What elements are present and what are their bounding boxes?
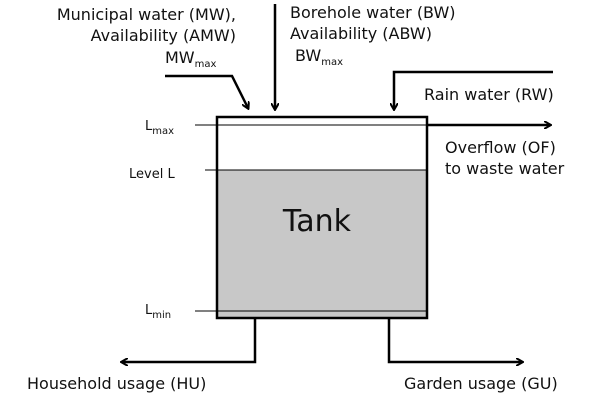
tank-title: Tank [282, 204, 352, 239]
overflow-destination-label: to waste water [445, 159, 565, 178]
municipal-max-label: MWmax [165, 48, 216, 70]
level-min-label: Lmin [145, 303, 171, 321]
level-min-sub: min [152, 310, 171, 321]
level-max-base: L [145, 119, 153, 134]
municipal-water-label: Municipal water (MW), [57, 5, 236, 24]
garden-usage-arrow [387, 318, 522, 362]
garden-usage-label: Garden usage (GU) [404, 374, 558, 393]
household-usage-label: Household usage (HU) [27, 374, 206, 393]
level-max-label: Lmax [145, 119, 174, 137]
borehole-max-sub: max [321, 57, 343, 68]
municipal-max-base: MW [165, 48, 195, 67]
tank-water [217, 170, 427, 318]
borehole-max-label: BWmax [295, 46, 343, 68]
level-min-base: L [145, 303, 153, 318]
municipal-max-sub: max [195, 59, 217, 70]
borehole-availability-label: Availability (ABW) [290, 24, 432, 43]
municipal-water-arrow [165, 74, 248, 108]
overflow-label: Overflow (OF) [445, 138, 556, 157]
tank-outline [215, 115, 429, 320]
borehole-max-base: BW [295, 46, 321, 65]
rain-water-arrow [394, 70, 553, 109]
borehole-water-label: Borehole water (BW) [290, 3, 456, 22]
municipal-availability-label: Availability (AMW) [91, 26, 236, 45]
rain-water-label: Rain water (RW) [424, 85, 554, 104]
level-max-sub: max [152, 126, 174, 137]
level-label: Level L [129, 167, 175, 182]
household-usage-arrow [122, 318, 257, 362]
